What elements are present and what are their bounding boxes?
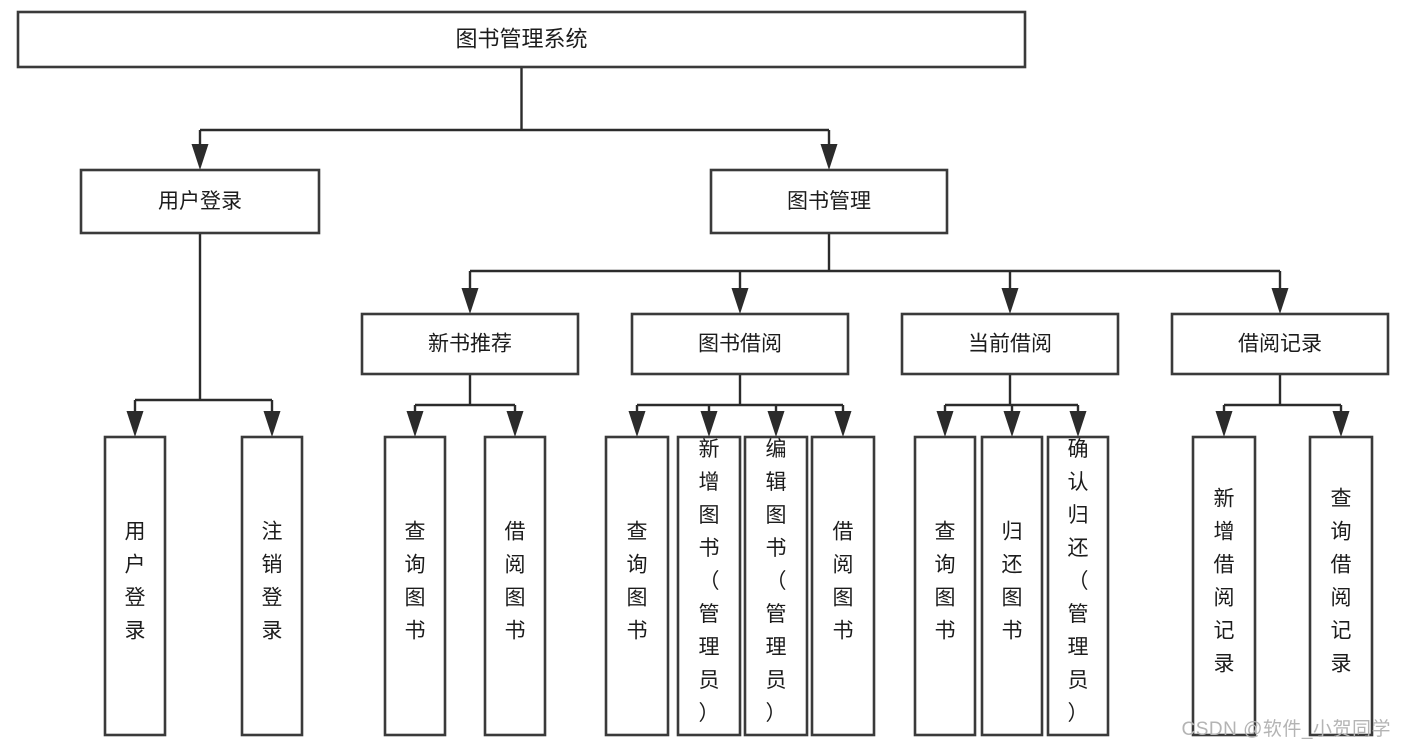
node-leaf-add-record[interactable]: 新增借阅记录 bbox=[1191, 435, 1257, 737]
node-leaf-return-book[interactable]: 归还图书 bbox=[980, 435, 1044, 737]
node-leaf-confirm-return[interactable]: 确认归还（管理员） bbox=[1046, 435, 1110, 737]
node-label: 新书推荐 bbox=[428, 333, 512, 356]
node-label: 归还图书 bbox=[1002, 521, 1023, 643]
node-current[interactable]: 当前借阅 bbox=[900, 312, 1120, 376]
node-label: 查询图书 bbox=[405, 521, 426, 643]
connector-arrowhead bbox=[936, 411, 954, 437]
node-leaf-query-record[interactable]: 查询借阅记录 bbox=[1308, 435, 1374, 737]
node-box[interactable] bbox=[483, 435, 547, 737]
node-box[interactable] bbox=[709, 168, 949, 235]
node-box[interactable] bbox=[1308, 435, 1374, 737]
node-label: 新增借阅记录 bbox=[1214, 488, 1235, 676]
node-login[interactable]: 用户登录 bbox=[79, 168, 321, 235]
node-label: 查询图书 bbox=[627, 521, 648, 643]
node-leaf-query-book-2[interactable]: 查询图书 bbox=[604, 435, 670, 737]
node-box[interactable] bbox=[103, 435, 167, 737]
connector-arrowhead bbox=[263, 411, 281, 437]
connector-arrowhead bbox=[126, 411, 144, 437]
connectors-layer bbox=[126, 67, 1350, 437]
node-label: 图书管理系统 bbox=[455, 26, 587, 51]
connector-arrowhead bbox=[1271, 288, 1289, 314]
node-label: 借阅图书 bbox=[505, 521, 526, 643]
node-box[interactable] bbox=[604, 435, 670, 737]
connector-arrowhead bbox=[1332, 411, 1350, 437]
connector-arrowhead bbox=[191, 144, 209, 170]
connector-group bbox=[1215, 374, 1350, 437]
node-box[interactable] bbox=[240, 435, 304, 737]
node-leaf-user-login[interactable]: 用户登录 bbox=[103, 435, 167, 737]
node-box[interactable] bbox=[743, 435, 809, 737]
connector-arrowhead bbox=[700, 411, 718, 437]
connector-arrowhead bbox=[628, 411, 646, 437]
node-label: 编辑图书（管理员） bbox=[766, 438, 787, 725]
node-box[interactable] bbox=[980, 435, 1044, 737]
node-box[interactable] bbox=[383, 435, 447, 737]
node-label: 查询图书 bbox=[935, 521, 956, 643]
node-label: 借阅图书 bbox=[833, 521, 854, 643]
node-label: 查询借阅记录 bbox=[1331, 488, 1352, 676]
connector-group bbox=[628, 374, 852, 437]
node-label: 确认归还（管理员） bbox=[1068, 438, 1089, 725]
node-newbook[interactable]: 新书推荐 bbox=[360, 312, 580, 376]
node-leaf-borrow-book-1[interactable]: 借阅图书 bbox=[483, 435, 547, 737]
node-records[interactable]: 借阅记录 bbox=[1170, 312, 1390, 376]
connector-group bbox=[191, 67, 838, 170]
node-box[interactable] bbox=[360, 312, 580, 376]
connector-arrowhead bbox=[767, 411, 785, 437]
connector-arrowhead bbox=[1069, 411, 1087, 437]
node-label: 新增图书（管理员） bbox=[699, 438, 720, 725]
node-box[interactable] bbox=[676, 435, 742, 737]
connector-arrowhead bbox=[1001, 288, 1019, 314]
node-leaf-edit-book[interactable]: 编辑图书（管理员） bbox=[743, 435, 809, 737]
connector-arrowhead bbox=[406, 411, 424, 437]
node-leaf-add-book[interactable]: 新增图书（管理员） bbox=[676, 435, 742, 737]
node-box[interactable] bbox=[1191, 435, 1257, 737]
node-box[interactable] bbox=[630, 312, 850, 376]
connector-arrowhead bbox=[834, 411, 852, 437]
node-box[interactable] bbox=[1170, 312, 1390, 376]
node-label: 当前借阅 bbox=[968, 333, 1052, 356]
connector-group bbox=[126, 233, 281, 437]
node-box[interactable] bbox=[900, 312, 1120, 376]
node-label: 借阅记录 bbox=[1238, 333, 1322, 356]
connector-group bbox=[406, 374, 524, 437]
node-borrow[interactable]: 图书借阅 bbox=[630, 312, 850, 376]
connector-group bbox=[936, 374, 1087, 437]
node-label: 注销登录 bbox=[262, 521, 283, 643]
connector-arrowhead bbox=[506, 411, 524, 437]
node-box[interactable] bbox=[810, 435, 876, 737]
node-label: 用户登录 bbox=[158, 190, 242, 213]
node-bookmgmt[interactable]: 图书管理 bbox=[709, 168, 949, 235]
node-leaf-query-book-1[interactable]: 查询图书 bbox=[383, 435, 447, 737]
connector-arrowhead bbox=[731, 288, 749, 314]
node-box[interactable] bbox=[1046, 435, 1110, 737]
node-leaf-query-book-3[interactable]: 查询图书 bbox=[913, 435, 977, 737]
connector-group bbox=[461, 233, 1289, 314]
node-label: 用户登录 bbox=[125, 521, 146, 643]
node-label: 图书管理 bbox=[787, 190, 871, 213]
connector-arrowhead bbox=[1215, 411, 1233, 437]
connector-arrowhead bbox=[1003, 411, 1021, 437]
node-box[interactable] bbox=[16, 10, 1027, 69]
node-box[interactable] bbox=[913, 435, 977, 737]
node-box[interactable] bbox=[79, 168, 321, 235]
nodes-layer: 图书管理系统用户登录图书管理新书推荐图书借阅当前借阅借阅记录用户登录注销登录查询… bbox=[16, 10, 1390, 737]
node-root[interactable]: 图书管理系统 bbox=[16, 10, 1027, 69]
connector-arrowhead bbox=[461, 288, 479, 314]
connector-arrowhead bbox=[820, 144, 838, 170]
node-leaf-user-logout[interactable]: 注销登录 bbox=[240, 435, 304, 737]
node-leaf-borrow-book-2[interactable]: 借阅图书 bbox=[810, 435, 876, 737]
node-label: 图书借阅 bbox=[698, 333, 782, 356]
